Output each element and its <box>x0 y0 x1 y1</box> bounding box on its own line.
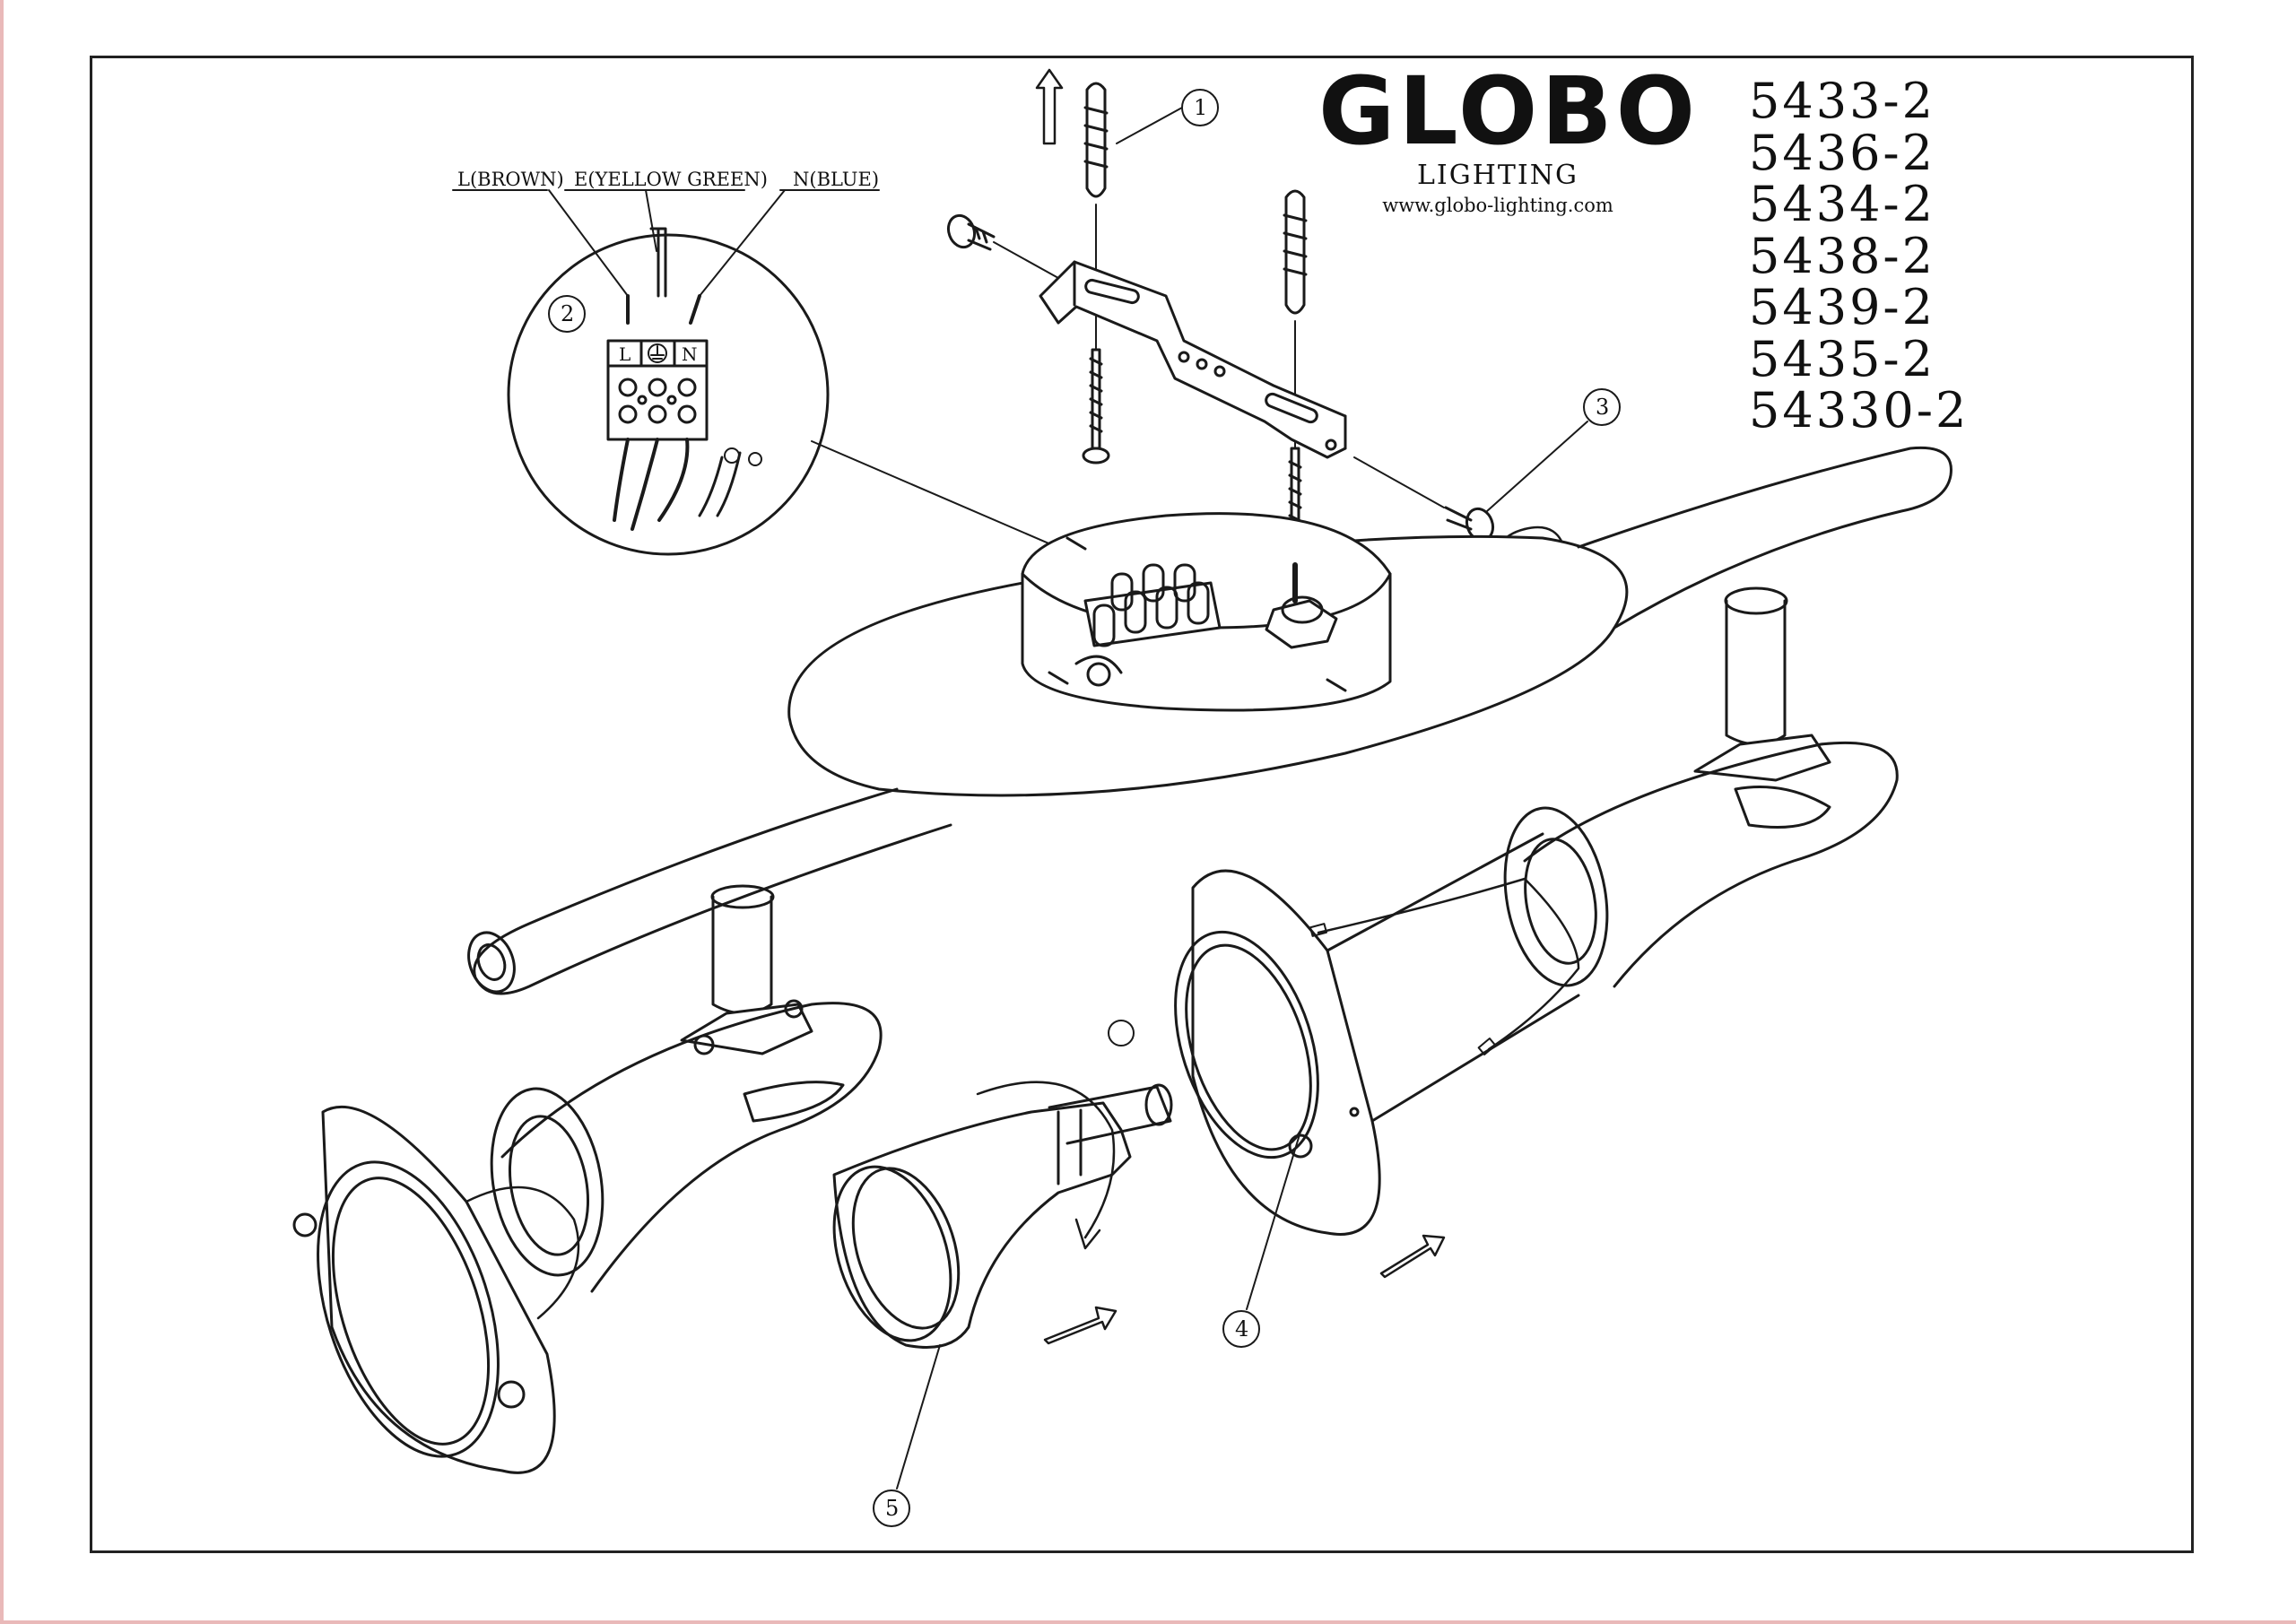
wiring-detail: L(BROWN) E(YELLOW GREEN) N(BLUE) L <box>452 169 1100 566</box>
svg-text:1: 1 <box>1194 95 1207 120</box>
earth-ground-icon <box>648 343 667 363</box>
callout-2: 2 <box>548 295 586 333</box>
brand-logo: GLOBO <box>1318 56 1700 166</box>
svg-text:5: 5 <box>885 1496 899 1521</box>
mounting-bracket <box>1039 260 1347 459</box>
terminal-label-live: L <box>619 343 631 365</box>
bracket-screw-right <box>1353 456 1495 543</box>
spotlight-left-housing <box>500 884 883 1293</box>
spotlight-right-hole <box>1108 1020 1135 1046</box>
ceiling-base-plate <box>787 512 1629 797</box>
svg-text:3: 3 <box>1596 395 1609 420</box>
spotlight-right-shade <box>1174 832 1580 1236</box>
spotlight-right-housing <box>1523 586 1899 988</box>
wiring-magnifier-circle <box>507 233 830 556</box>
brand-url: www.globo-lighting.com <box>1382 195 1613 216</box>
label-neutral-blue: N(BLUE) <box>793 169 879 190</box>
model-number: 5439-2 <box>1749 279 1936 335</box>
rotate-arrow-icon <box>976 1081 1116 1250</box>
callout-3: 3 <box>1486 388 1621 512</box>
model-number: 54330-2 <box>1749 382 1970 439</box>
model-number-list: 5433-2 5436-2 5434-2 5438-2 5439-2 5435-… <box>1749 75 1969 437</box>
push-arrow-icon <box>1379 1234 1446 1279</box>
callout-5: 5 <box>873 1344 941 1527</box>
spotlight-right-ring <box>1503 806 1609 987</box>
diagram-frame <box>90 56 2194 1553</box>
fixing-screw-left <box>1082 348 1110 465</box>
bracket-screw-left <box>946 213 1059 279</box>
model-number: 5435-2 <box>1749 330 1936 387</box>
spotlight-arm-tube <box>467 446 1952 995</box>
up-arrow-icon <box>1035 68 1064 145</box>
callout-4: 4 <box>1222 1131 1301 1348</box>
svg-text:2: 2 <box>561 301 574 326</box>
label-earth-yellow-green: E(YELLOW GREEN) <box>574 169 768 190</box>
spotlight-left-shade <box>292 1105 580 1474</box>
plate-terminal-block <box>1083 563 1222 647</box>
hex-nut <box>1265 562 1338 649</box>
spotlight-left-ring <box>490 1087 604 1277</box>
scan-edge-left <box>0 0 4 1624</box>
model-number: 5434-2 <box>1749 176 1936 232</box>
svg-text:4: 4 <box>1235 1316 1248 1342</box>
push-arrow-icon <box>1043 1306 1118 1345</box>
terminal-label-neutral: N <box>682 343 698 365</box>
halogen-bulb <box>832 1083 1173 1349</box>
model-number: 5438-2 <box>1749 227 1936 284</box>
label-live-brown: L(BROWN) <box>457 169 564 190</box>
callout-1: 1 <box>1116 89 1219 144</box>
brand-block: GLOBO LIGHTING www.globo-lighting.com <box>1318 56 1700 216</box>
scan-edge-bottom <box>0 1620 2296 1624</box>
model-number: 5436-2 <box>1749 124 1936 181</box>
model-number: 5433-2 <box>1749 73 1936 129</box>
brand-subtitle: LIGHTING <box>1417 160 1578 191</box>
